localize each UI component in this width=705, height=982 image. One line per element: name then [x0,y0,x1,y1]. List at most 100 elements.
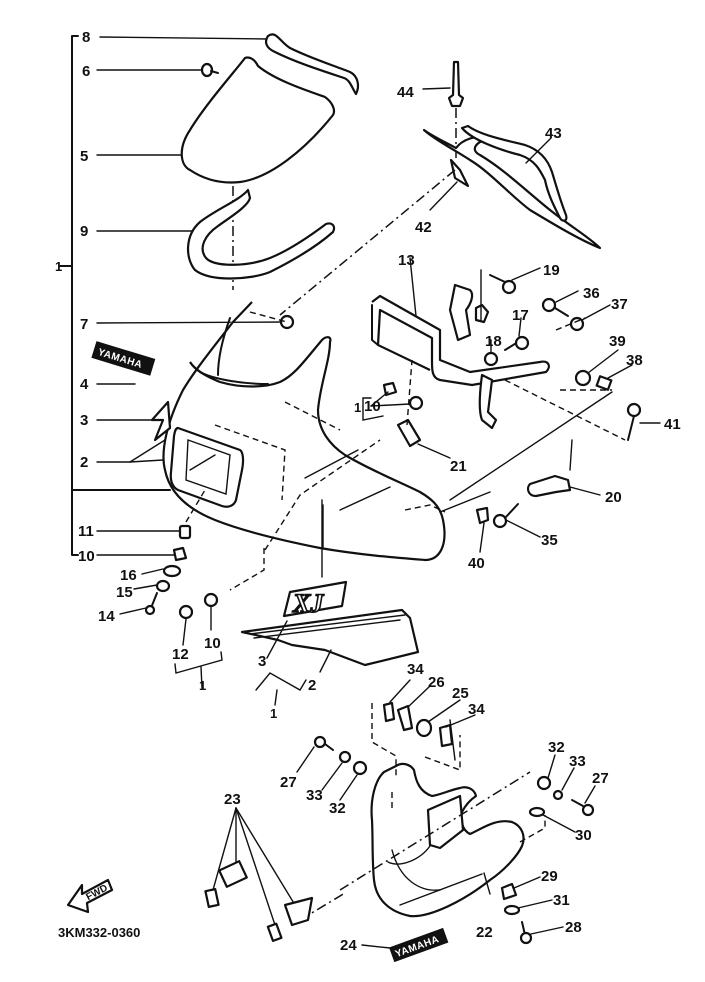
part-16-washer [162,564,182,578]
callout-2: 2 [80,454,88,471]
callout-36: 36 [583,285,600,302]
part-10-grommet-b [408,395,424,411]
part-35-bolt [492,503,519,529]
callout-13: 13 [398,252,415,269]
part-29-nut [500,882,518,901]
part-27-bolt-b [571,799,595,817]
callout-39: 39 [609,333,626,350]
callout-11: 11 [78,523,94,540]
callout-28: 28 [565,919,582,936]
callout-38: 38 [626,352,643,369]
callout-10: 10 [78,548,95,565]
callout-8: 8 [82,29,90,46]
callout-29: 29 [541,868,558,885]
part-24-yamaha-emblem: YAMAHA [389,927,449,963]
part-5-windscreen [180,56,336,184]
callout-1-side: 1 [270,706,277,721]
part-32-grommet-a [352,760,368,776]
callout-34b: 34 [468,701,485,718]
callout-9: 9 [80,223,88,240]
part-36-bolt [541,297,569,317]
part-26-clip [396,704,414,732]
callout-41: 41 [664,416,681,433]
part-3-sticker [150,400,172,442]
callout-32: 32 [329,800,346,817]
callout-44: 44 [397,84,414,101]
callout-42: 42 [415,219,432,236]
callout-3: 3 [80,412,88,429]
part-9-inner-trim [187,188,336,280]
callout-33b: 33 [569,753,586,770]
callout-15: 15 [116,584,133,601]
part-10-grommet-c [172,546,188,562]
part-27-bolt-a [313,735,334,751]
part-34-clip-a [382,701,396,723]
callout-6: 6 [82,63,90,80]
callout-4: 4 [80,376,89,393]
xj-badge: XJ [282,580,348,619]
callout-27b: 27 [592,770,609,787]
part-30-collar [528,806,546,818]
callout-10-bracket: 10 [364,398,381,415]
part-17-bolt [504,335,530,351]
callout-34: 34 [407,661,424,678]
part-19-bolt [489,274,517,295]
part-32-grommet-b [536,775,552,791]
callout-1-lower: 1 [199,678,206,693]
part-34-clip-b [438,723,454,748]
part-37-washer [569,316,585,332]
part-25-clip [415,718,433,738]
assembly-bracket [59,35,286,556]
callout-17: 17 [512,307,529,324]
callout-33: 33 [306,787,323,804]
callout-labels: 8 6 5 9 1 7 4 3 2 11 10 16 15 14 12 10 1… [55,29,681,954]
part-41-screw [626,402,642,441]
callout-27: 27 [280,774,297,791]
callout-2-lower: 2 [308,677,316,694]
callout-10-lower: 10 [204,635,221,652]
part-14-screw [144,592,158,616]
part-33-washer-b [552,789,564,801]
callout-22: 22 [476,924,493,941]
part-7-grommet [279,314,295,330]
callout-26: 26 [428,674,445,691]
part-15-collar [155,579,171,593]
callout-30: 30 [575,827,592,844]
part-10-grommet-d [203,592,219,608]
callout-19: 19 [543,262,560,279]
part-43-trim [460,124,568,222]
callout-37: 37 [611,296,628,313]
callout-18: 18 [485,333,502,350]
callout-5: 5 [80,148,88,165]
part-23-stickers [204,807,314,942]
callout-21: 21 [450,458,467,475]
xj-badge-text: XJ [292,589,324,618]
callout-35: 35 [541,532,558,549]
part-33-washer-a [338,750,352,764]
part-28-screw [519,921,533,945]
callout-16: 16 [120,567,137,584]
callout-25: 25 [452,685,469,702]
upper-fairing [162,301,491,591]
callout-32b: 32 [548,739,565,756]
callout-14: 14 [98,608,115,625]
part-4-yamaha-emblem: YAMAHA [91,341,156,376]
part-31-washer [503,904,521,916]
callout-31: 31 [553,892,570,909]
callout-12: 12 [172,646,189,663]
callout-24: 24 [340,937,357,954]
fwd-arrow-icon: FWD [66,878,114,914]
diagram-code: 3KM332-0360 [58,925,140,940]
part-20-bracket [526,474,572,498]
callout-40: 40 [468,555,485,572]
part-13-stay [371,257,550,430]
callout-23: 23 [224,791,241,808]
callout-1-bracket: 1 [354,400,361,415]
part-6-screw [200,62,219,78]
part-22-lower-cowl [370,762,525,918]
callout-20: 20 [605,489,622,506]
part-18-nut [483,351,499,367]
part-12-collar [178,604,194,620]
part-38-spacer [595,375,613,391]
